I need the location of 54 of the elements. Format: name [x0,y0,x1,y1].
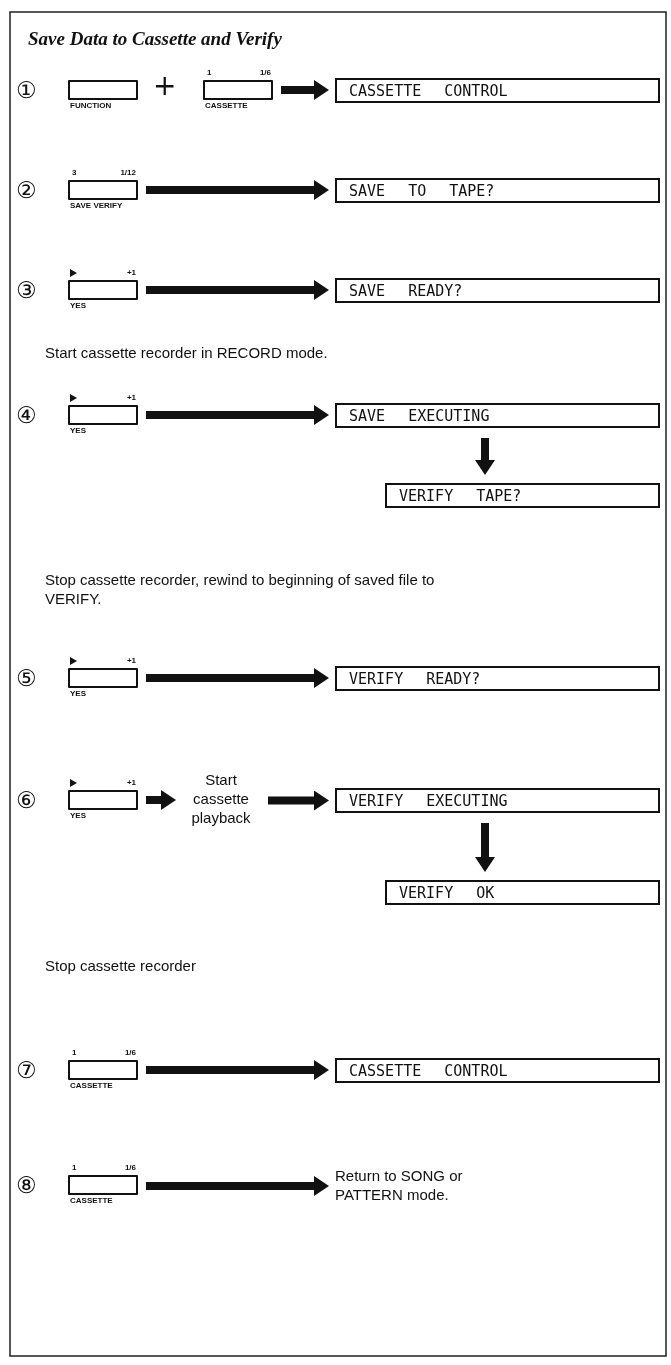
step-number: ④ [16,402,37,428]
step-number: ⑦ [16,1057,37,1083]
key-legend: 1/6 [124,1163,136,1173]
lcd-display [335,278,660,303]
key-label: YES [70,811,86,821]
display-text: CASSETTE CONTROL [349,81,508,100]
lcd-display [385,880,660,905]
lcd-display [385,483,660,508]
key-legend: +1 [126,393,136,403]
lcd-display [335,666,660,691]
instruction-text: Return to SONG or PATTERN mode. [335,1166,500,1204]
display-text: VERIFY TAPE? [399,486,522,505]
display-text: VERIFY OK [399,883,495,902]
lcd-display [335,788,660,813]
key-label: CASSETTE [70,1081,113,1091]
key-label: YES [70,301,86,311]
step-number: ⑤ [16,665,37,691]
instruction-text: Stop cassette recorder [45,956,196,975]
key-legend: 1/6 [259,68,271,78]
key-label: YES [70,689,86,699]
display-text: VERIFY READY? [349,669,481,688]
display-text: SAVE READY? [349,281,463,300]
plus-sign: + [153,73,177,99]
instruction-text: Start cassette playback [182,770,260,827]
diagram-title: Save Data to Cassette and Verify [28,28,282,50]
key-label: SAVE VERIFY [70,201,123,211]
key-legend: 1 [72,1048,77,1058]
lcd-display [335,178,660,203]
instruction-text: Start cassette recorder in RECORD mode. [45,343,328,362]
step-number: ② [16,177,37,203]
step-number: ⑥ [16,787,37,813]
key-label: CASSETTE [70,1196,113,1206]
lcd-display [335,403,660,428]
display-text: VERIFY EXECUTING [349,791,508,810]
key-legend: 1 [207,68,212,78]
display-text: CASSETTE CONTROL [349,1061,508,1080]
lcd-display [335,1058,660,1083]
key-legend: 3 [72,168,77,178]
key-legend: 1/6 [124,1048,136,1058]
key-legend: +1 [126,268,136,278]
key-label: FUNCTION [70,101,112,111]
key-label: YES [70,426,86,436]
key-legend: +1 [126,656,136,666]
key-legend: 1/12 [120,168,136,178]
instruction-text: Stop cassette recorder, rewind to beginning of saved file to VERIFY. [45,570,436,608]
step-number: ① [16,77,37,103]
lcd-display [335,78,660,103]
key-label: CASSETTE [205,101,248,111]
key-legend: +1 [126,778,136,788]
key-legend: 1 [72,1163,77,1173]
display-text: SAVE EXECUTING [349,406,490,425]
step-number: ⑧ [16,1172,37,1198]
display-text: SAVE TO TAPE? [349,181,495,200]
step-number: ③ [16,277,37,303]
